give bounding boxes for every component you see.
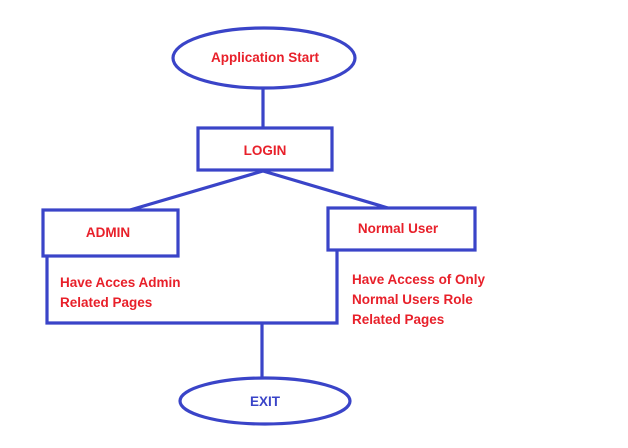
connector-login-to-normal-user bbox=[262, 169, 389, 210]
admin-note-line: Have Acces Admin bbox=[60, 275, 181, 290]
normal-user-note: Have Access of Only Normal Users Role Re… bbox=[352, 272, 486, 327]
start-node: Application Start bbox=[171, 26, 357, 90]
normal-user-note-line: Have Access of Only bbox=[352, 272, 486, 287]
normal-user-box bbox=[326, 206, 477, 252]
normal-user-note-line: Normal Users Role bbox=[352, 292, 473, 307]
exit-ellipse bbox=[178, 376, 352, 426]
login-box bbox=[196, 126, 334, 172]
exit-node: EXIT bbox=[178, 376, 352, 426]
normal-user-note-line: Related Pages bbox=[352, 312, 444, 327]
login-label: LOGIN bbox=[244, 143, 287, 158]
start-label: Application Start bbox=[211, 50, 320, 65]
merge-path-to-exit bbox=[45, 250, 339, 325]
admin-node: ADMIN bbox=[41, 208, 180, 258]
normal-user-label: Normal User bbox=[358, 221, 439, 236]
login-node: LOGIN bbox=[196, 126, 334, 172]
exit-label: EXIT bbox=[250, 394, 281, 409]
start-ellipse bbox=[171, 26, 357, 90]
normal-user-node: Normal User bbox=[326, 206, 477, 252]
admin-label: ADMIN bbox=[86, 225, 130, 240]
admin-box bbox=[41, 208, 180, 258]
admin-note: Have Acces Admin Related Pages bbox=[60, 275, 181, 310]
admin-note-line: Related Pages bbox=[60, 295, 152, 310]
connector-login-to-admin bbox=[129, 169, 264, 212]
